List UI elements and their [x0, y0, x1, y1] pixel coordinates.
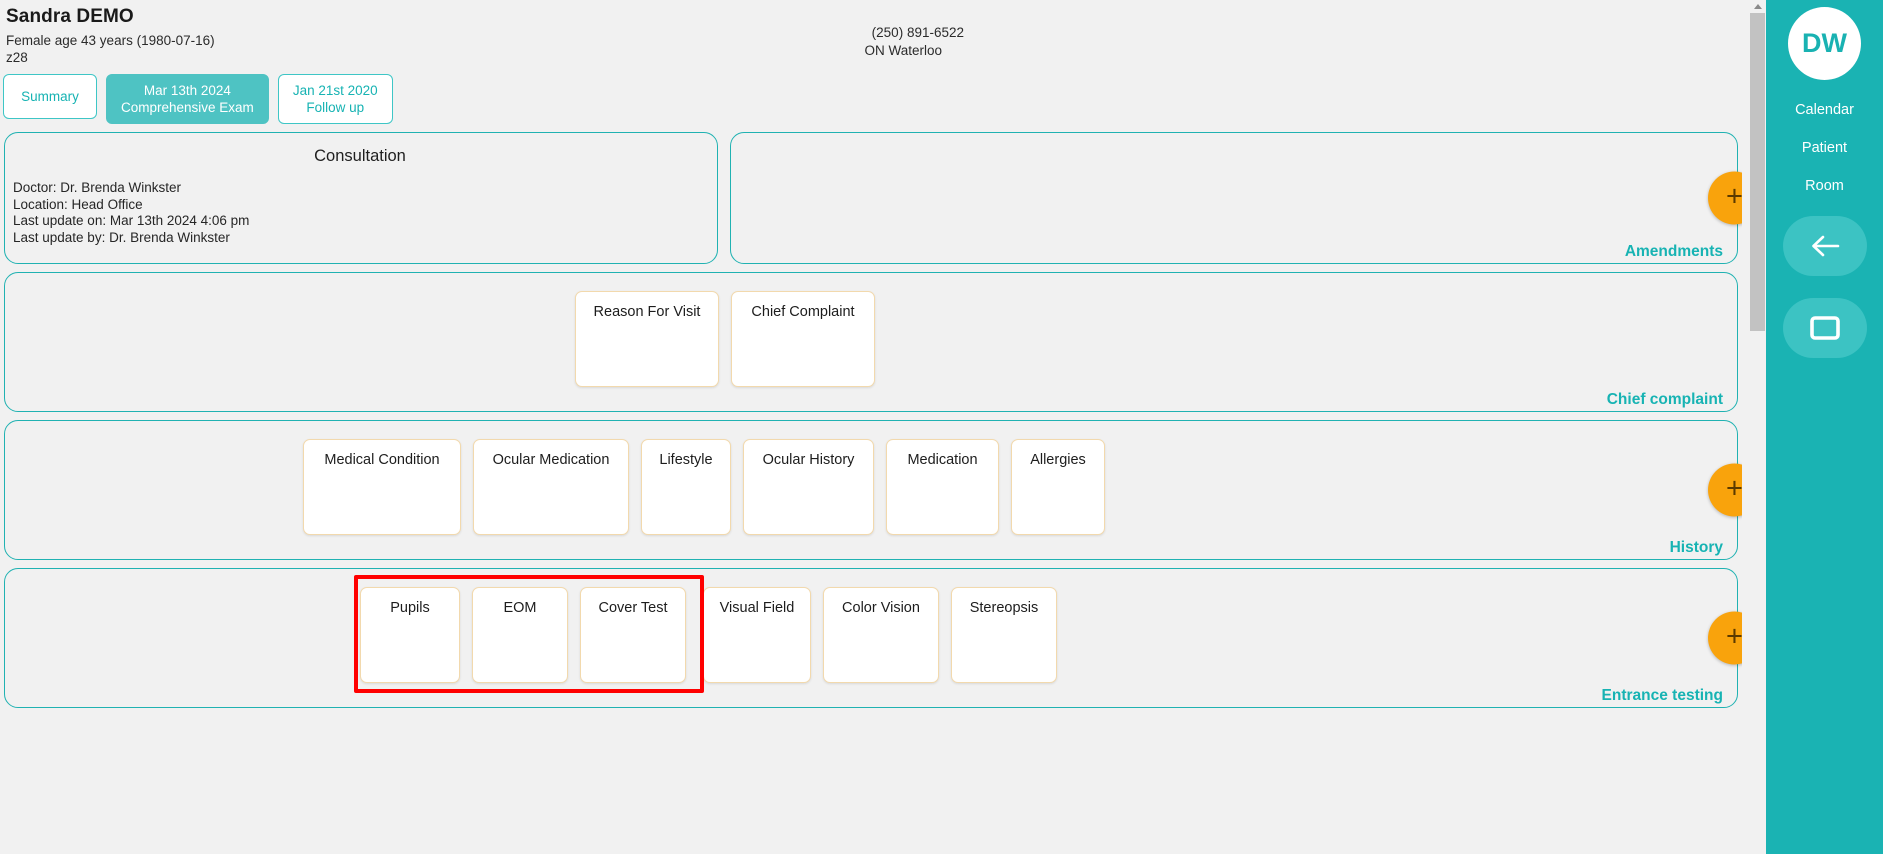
tile-medical-condition[interactable]: Medical Condition [303, 439, 461, 535]
window-button[interactable] [1782, 298, 1867, 358]
tile-lifestyle[interactable]: Lifestyle [641, 439, 731, 535]
tab-summary-label: Summary [21, 89, 79, 104]
visit-tabs: Summary Mar 13th 2024 Comprehensive Exam… [0, 70, 1742, 124]
tile-eom[interactable]: EOM [472, 587, 568, 683]
sidebar-item-room[interactable]: Room [1805, 178, 1844, 194]
entrance-testing-section-label[interactable]: Entrance testing [1601, 687, 1723, 704]
consultation-doctor: Doctor: Dr. Brenda Winkster [13, 180, 182, 195]
tab-visit-mar-2024-date: Mar 13th 2024 [143, 83, 231, 98]
chief-complaint-tiles: Reason For Visit Chief Complaint [5, 273, 1737, 413]
avatar[interactable]: DW [1788, 7, 1861, 80]
consultation-last-update-on: Last update on: Mar 13th 2024 4:06 pm [13, 213, 250, 228]
consultation-last-update-by: Last update by: Dr. Brenda Winkster [13, 229, 230, 245]
tile-visual-field[interactable]: Visual Field [703, 587, 811, 683]
patient-header: Sandra DEMO Female age 43 years (1980-07… [0, 0, 1742, 70]
tab-visit-jan-2020-type: Follow up [306, 100, 365, 115]
consultation-amendments-row: Consultation Doctor: Dr. Brenda Winkster… [4, 132, 1742, 264]
chief-complaint-section: Reason For Visit Chief Complaint Chief c… [4, 272, 1738, 412]
entrance-testing-tiles: Pupils EOM Cover Test Visual Field Color… [5, 569, 1737, 709]
tab-summary[interactable]: Summary [3, 74, 97, 119]
tile-eom-label: EOM [503, 600, 537, 616]
consultation-location: Location: Head Office [13, 196, 143, 212]
tile-stereopsis[interactable]: Stereopsis [951, 587, 1057, 683]
patient-contact: (250) 891-6522 ON Waterloo [0, 24, 964, 60]
tab-visit-mar-2024[interactable]: Mar 13th 2024 Comprehensive Exam [106, 74, 269, 124]
tile-color-vision-label: Color Vision [842, 600, 920, 616]
tile-ocular-medication[interactable]: Ocular Medication [473, 439, 629, 535]
amendments-panel: Amendments + [730, 132, 1742, 264]
vertical-scrollbar[interactable] [1749, 0, 1766, 854]
tile-pupils-label: Pupils [390, 600, 430, 616]
tile-lifestyle-label: Lifestyle [659, 452, 713, 468]
tile-cover-test-label: Cover Test [598, 600, 668, 616]
right-sidebar: DW Calendar Patient Room [1766, 0, 1883, 854]
tile-pupils[interactable]: Pupils [360, 587, 460, 683]
chief-complaint-section-label[interactable]: Chief complaint [1606, 391, 1723, 408]
tile-ocular-medication-label: Ocular Medication [492, 452, 610, 468]
tile-reason-for-visit[interactable]: Reason For Visit [575, 291, 719, 387]
tile-ocular-history[interactable]: Ocular History [743, 439, 874, 535]
tile-stereopsis-label: Stereopsis [969, 600, 1039, 616]
main-content: Sandra DEMO Female age 43 years (1980-07… [0, 0, 1742, 709]
tile-allergies-label: Allergies [1030, 452, 1086, 468]
tile-color-vision[interactable]: Color Vision [823, 587, 939, 683]
add-amendment-button[interactable]: + [1708, 171, 1742, 225]
tile-medical-condition-label: Medical Condition [324, 452, 440, 468]
tile-chief-complaint-label: Chief Complaint [751, 304, 855, 320]
tile-cover-test[interactable]: Cover Test [580, 587, 686, 683]
scroll-up-arrow-icon[interactable] [1749, 0, 1766, 13]
tile-medication-label: Medication [907, 452, 978, 468]
patient-demographics: Female age 43 years (1980-07-16) [6, 33, 215, 48]
scrollbar-thumb[interactable] [1750, 13, 1765, 331]
window-square-icon [1809, 315, 1841, 341]
tile-reason-for-visit-label: Reason For Visit [593, 304, 701, 320]
tile-chief-complaint[interactable]: Chief Complaint [731, 291, 875, 387]
sidebar-item-calendar[interactable]: Calendar [1795, 102, 1854, 118]
consultation-panel: Consultation Doctor: Dr. Brenda Winkster… [4, 132, 718, 264]
tile-allergies[interactable]: Allergies [1011, 439, 1105, 535]
arrow-left-icon [1808, 233, 1842, 259]
entrance-testing-section: Pupils EOM Cover Test Visual Field Color… [4, 568, 1742, 709]
tile-ocular-history-label: Ocular History [762, 452, 855, 468]
tile-medication[interactable]: Medication [886, 439, 999, 535]
tab-visit-jan-2020-date: Jan 21st 2020 [292, 83, 378, 98]
patient-chart-id: z28 [6, 50, 28, 65]
tab-visit-mar-2024-type: Comprehensive Exam [121, 100, 254, 115]
history-section-label[interactable]: History [1669, 539, 1723, 556]
tab-visit-jan-2020[interactable]: Jan 21st 2020 Follow up [277, 74, 393, 124]
patient-name: Sandra DEMO [6, 6, 134, 27]
consultation-title: Consultation [314, 147, 406, 165]
patient-location: ON Waterloo [864, 43, 942, 58]
amendments-section-label[interactable]: Amendments [1624, 243, 1723, 260]
tile-visual-field-label: Visual Field [719, 600, 795, 616]
scrollbar-track[interactable] [1750, 13, 1765, 854]
history-tiles: Medical Condition Ocular Medication Life… [5, 421, 1737, 561]
patient-phone: (250) 891-6522 [871, 25, 964, 40]
back-button[interactable] [1782, 216, 1867, 276]
history-section: Medical Condition Ocular Medication Life… [4, 420, 1742, 561]
sidebar-item-patient[interactable]: Patient [1801, 140, 1848, 156]
